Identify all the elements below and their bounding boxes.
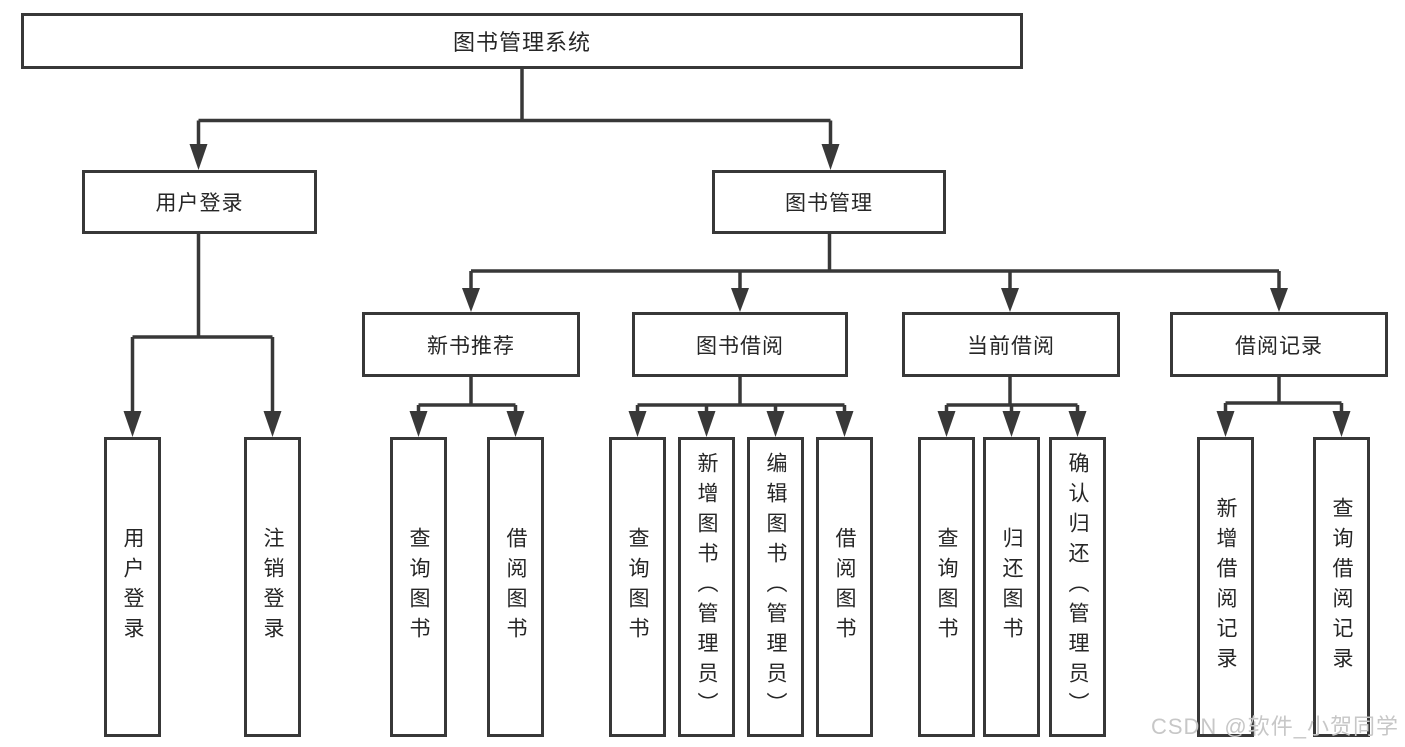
leaf-return-books: 归还图书 [983,437,1040,737]
leaf-add-books-admin: 新增图书（管理员） [678,437,735,737]
connector-strokes [130,68,1344,414]
leaf-query-books-current: 查询图书 [918,437,975,737]
node-current-borrow: 当前借阅 [902,312,1120,377]
node-new-book-recommend: 新书推荐 [362,312,580,377]
leaf-confirm-return-admin: 确认归还（管理员） [1049,437,1106,737]
node-borrow-records: 借阅记录 [1170,312,1388,377]
leaf-borrow-books-recommend: 借阅图书 [487,437,544,737]
node-book-management: 图书管理 [712,170,946,234]
leaf-query-borrow-record: 查询借阅记录 [1313,437,1370,737]
leaf-user-login: 用户登录 [104,437,161,737]
leaf-add-borrow-record: 新增借阅记录 [1197,437,1254,737]
arrow-heads [123,144,1351,437]
leaf-query-books-recommend: 查询图书 [390,437,447,737]
node-book-borrow: 图书借阅 [632,312,848,377]
node-root: 图书管理系统 [21,13,1023,69]
leaf-query-books-borrow: 查询图书 [609,437,666,737]
leaf-edit-books-admin: 编辑图书（管理员） [747,437,804,737]
csdn-watermark: CSDN @软件_小贺同学 [1150,714,1399,739]
node-user-login: 用户登录 [82,170,317,234]
leaf-borrow-books: 借阅图书 [816,437,873,737]
leaf-logout: 注销登录 [244,437,301,737]
